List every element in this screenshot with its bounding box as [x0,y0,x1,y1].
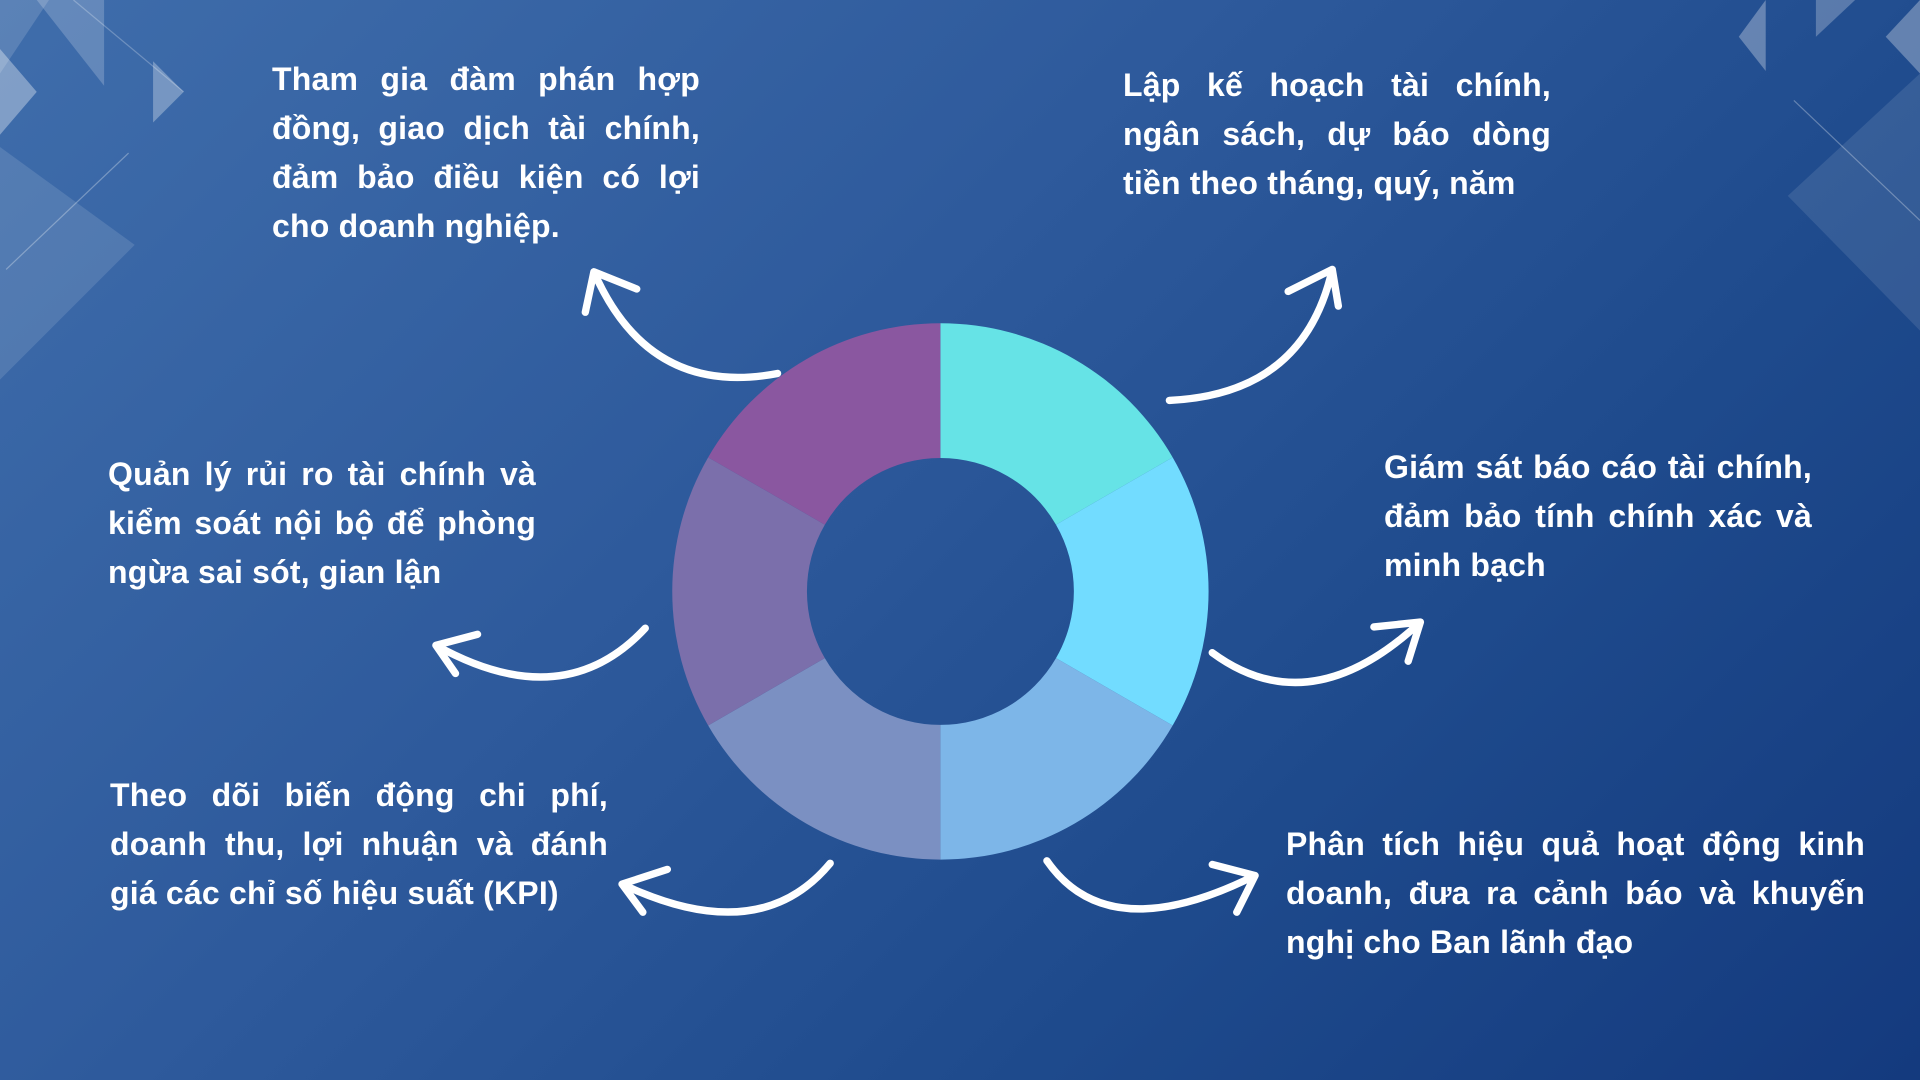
arrow-icon [1165,265,1343,405]
donut-segment-6 [708,323,941,525]
item-report-monitoring: Giám sát báo cáo tài chính, đảm bảo tính… [1384,449,1812,583]
donut-segment-5 [672,457,825,726]
donut-chart [672,323,1209,860]
item-cost-tracking: Theo dõi biến động chi phí, doanh thu, l… [110,777,608,911]
background-decoration [0,0,1920,380]
arrow-icon [581,268,782,382]
donut-segment-4 [708,658,941,860]
donut-segment-3 [940,658,1173,860]
item-risk-management: Quản lý rủi ro tài chính và kiểm soát nộ… [108,456,536,590]
donut-segment-2 [1055,457,1209,726]
item-performance-analysis: Phân tích hiệu quả hoạt động kinh doanh,… [1286,826,1865,960]
item-negotiation: Tham gia đàm phán hợp đồng, giao dịch tà… [272,61,700,244]
arrow-icon [618,859,834,916]
arrow-icon [1208,618,1425,687]
arrow-icon [432,624,649,681]
arrows [432,265,1425,916]
arrow-icon [1043,857,1259,916]
item-financial-planning: Lập kế hoạch tài chính, ngân sách, dự bá… [1123,67,1551,201]
donut-segment-1 [940,323,1173,525]
